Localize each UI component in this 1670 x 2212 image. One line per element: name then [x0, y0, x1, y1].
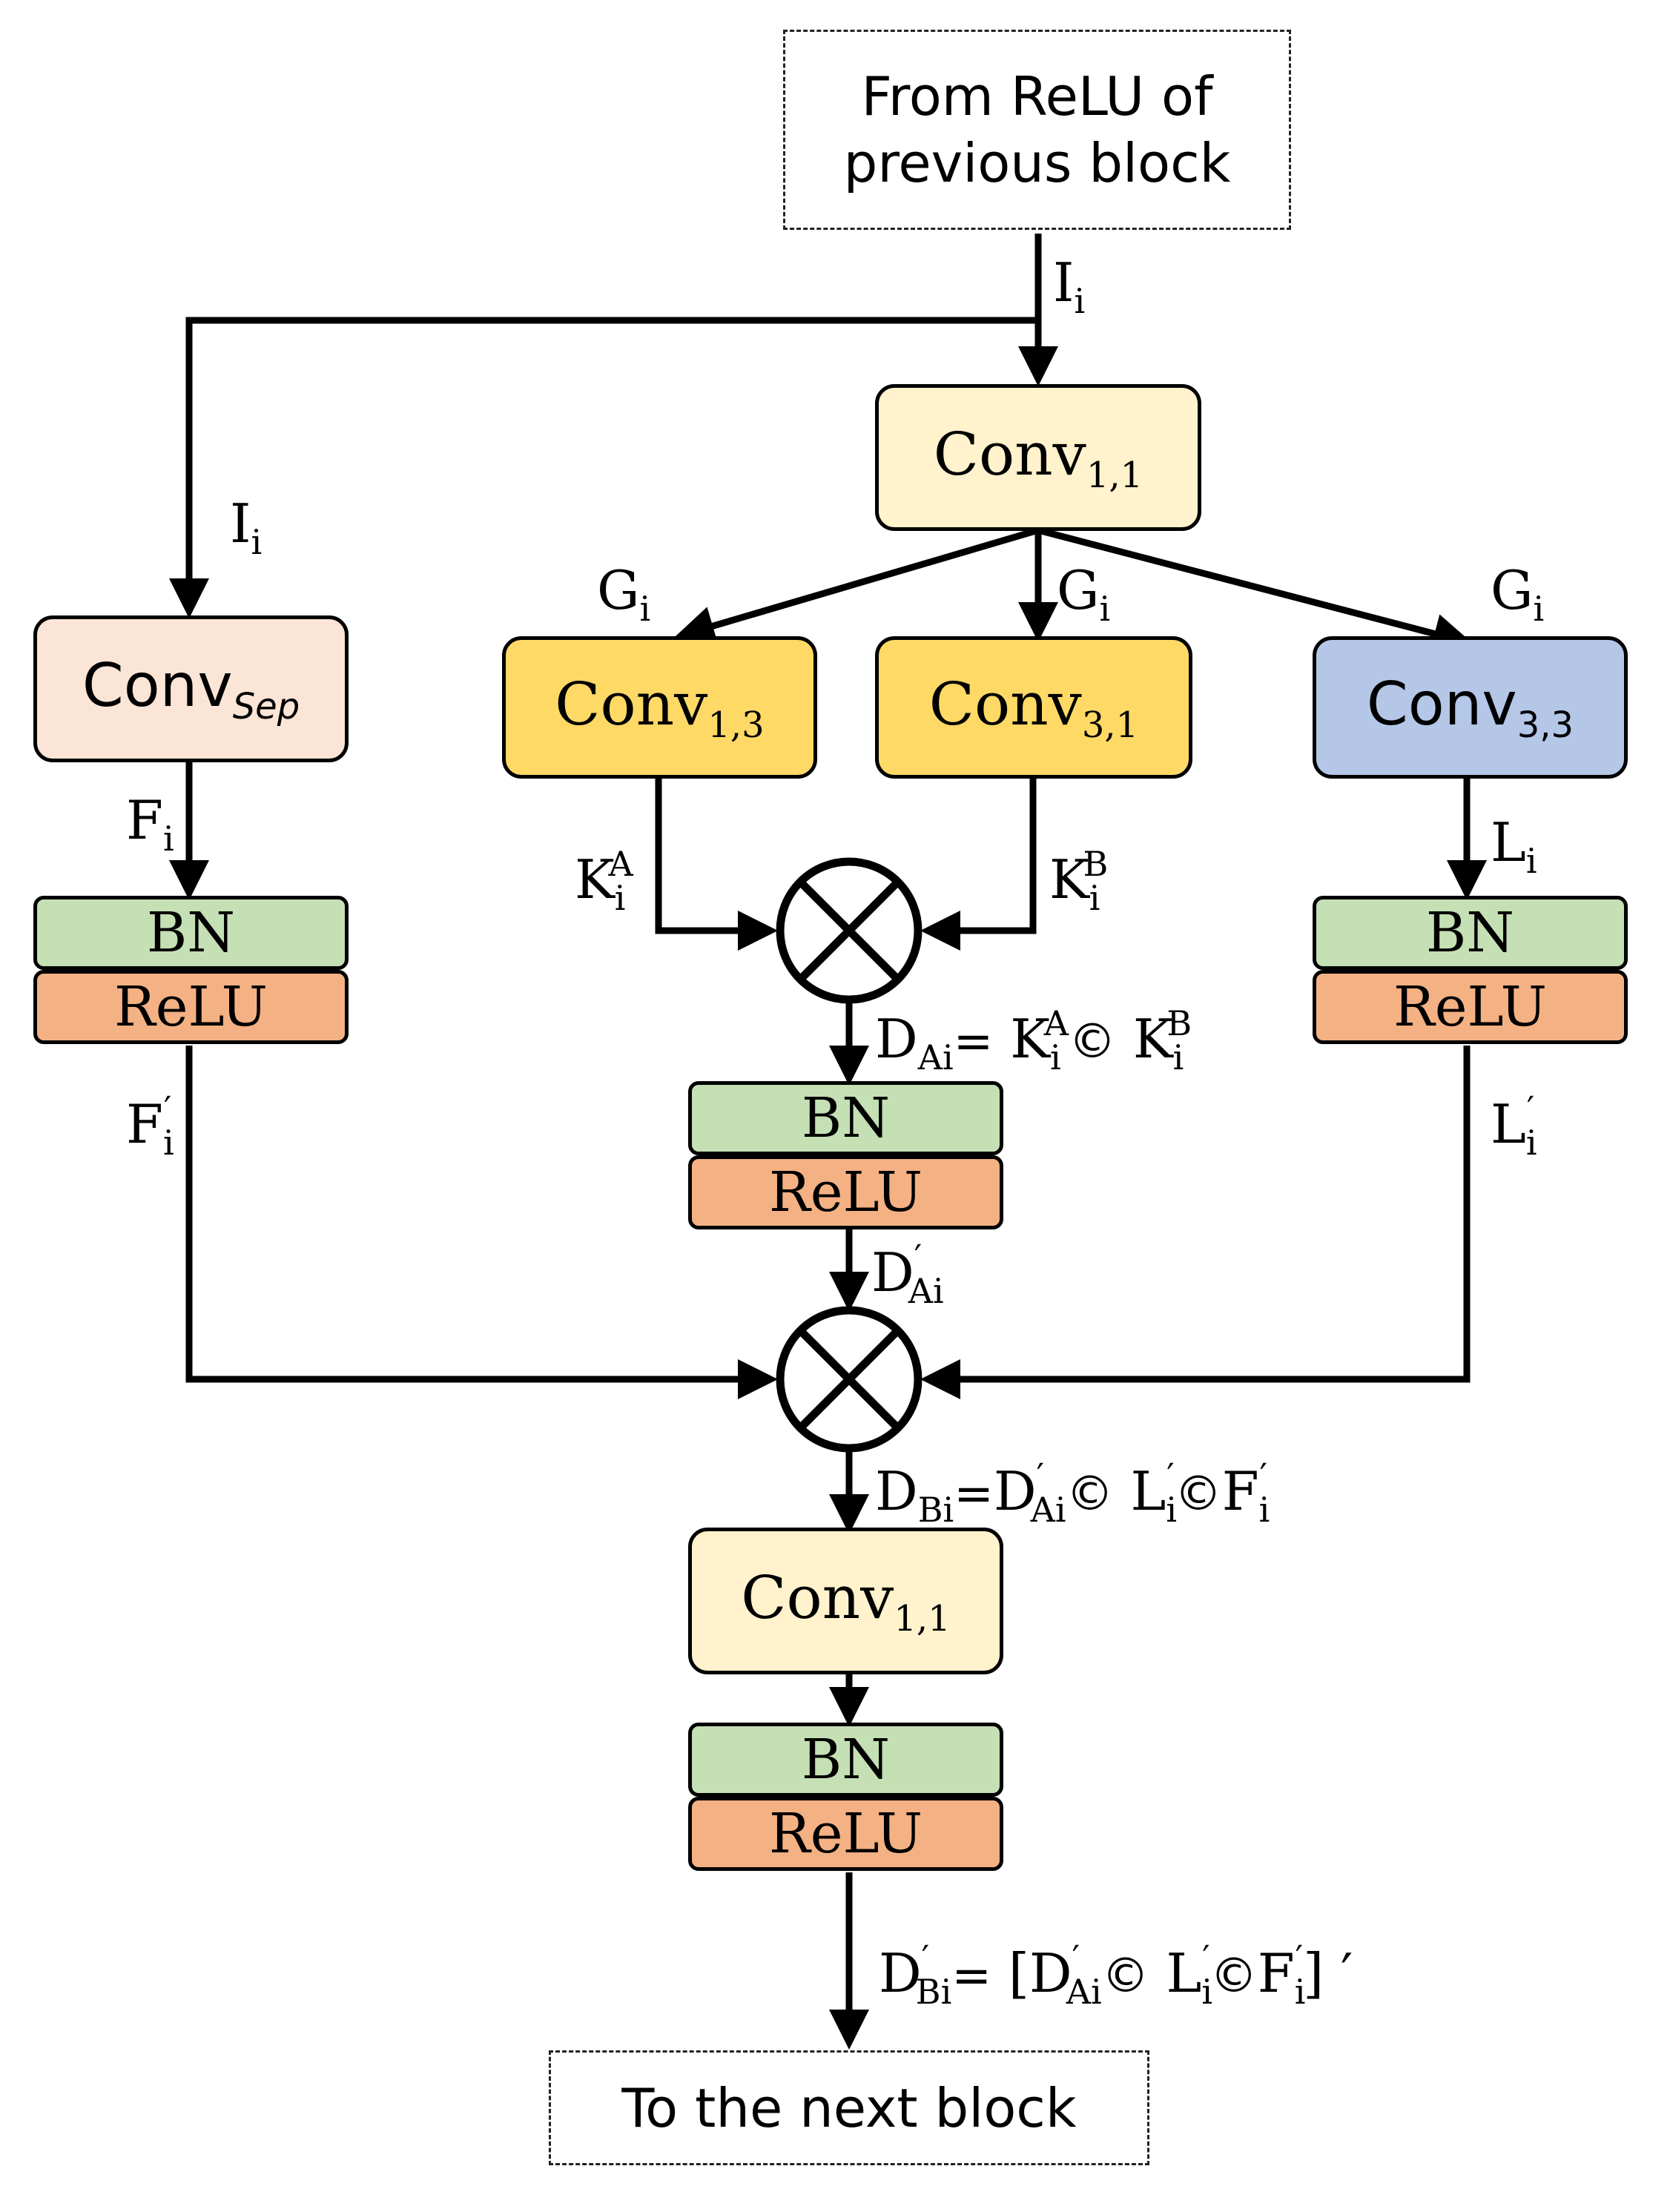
multiply-node-2	[776, 1306, 923, 1453]
conv-1x3-sub: 1,3	[707, 704, 765, 746]
multiply-node-1	[776, 857, 923, 1004]
conv-1x1-final: Conv1,1	[688, 1528, 1003, 1674]
bn-right: BN	[1313, 896, 1628, 970]
input-source-box: From ReLU of previous block	[783, 30, 1291, 230]
conv-3x1: Conv3,1	[875, 636, 1192, 779]
label-input-left: Ii	[230, 492, 263, 563]
conv-1x3: Conv1,3	[502, 636, 817, 779]
label-input-main: Ii	[1053, 251, 1086, 322]
arrow-conv11-to-conv13	[674, 526, 1040, 646]
arrow-left-relu-to-mult2	[185, 1046, 778, 1399]
conv-1x1-main-name: Conv	[933, 419, 1086, 489]
label-g-left: Gi	[597, 559, 651, 630]
arrow-input-to-convsep	[169, 317, 1038, 618]
conv-1x1-main: Conv1,1	[875, 384, 1201, 531]
conv-3x3: Conv3,3	[1313, 636, 1628, 779]
arrow-conv13-to-mult1	[655, 779, 778, 951]
label-dbi-equation: DBi=D′Ai© Li′©Fi′	[875, 1456, 1270, 1531]
relu-left: ReLU	[33, 970, 349, 1044]
label-dai-equation: DAi= KiA© KiB	[875, 1003, 1192, 1078]
relu-middle: ReLU	[688, 1155, 1003, 1229]
arrow-conv11-to-conv33	[1037, 526, 1473, 653]
conv-1x1-final-sub: 1,1	[894, 1597, 951, 1640]
label-kb: KiB	[1049, 844, 1109, 919]
label-l: Li	[1491, 811, 1537, 882]
bn-left: BN	[33, 896, 349, 970]
bn-middle: BN	[688, 1081, 1003, 1155]
bn-final: BN	[688, 1723, 1003, 1797]
output-target-box: To the next block	[549, 2050, 1149, 2165]
label-g-mid: Gi	[1057, 559, 1111, 630]
conv-sep: ConvSep	[33, 615, 349, 762]
input-text-line2: previous block	[843, 132, 1231, 194]
label-ka: KiA	[575, 844, 633, 919]
label-dai-prime: D′Ai	[871, 1237, 944, 1312]
output-text: To the next block	[621, 2076, 1077, 2139]
conv-1x1-main-sub: 1,1	[1086, 454, 1143, 496]
conv-1x3-name: Conv	[555, 669, 708, 739]
relu-final: ReLU	[688, 1797, 1003, 1871]
label-g-right: Gi	[1491, 559, 1545, 630]
label-l-prime: Li′	[1491, 1089, 1537, 1163]
relu-right: ReLU	[1313, 970, 1628, 1044]
label-dbi-prime-equation: D′Bi= [D′Ai© Li′©Fi′] ′	[879, 1938, 1353, 2013]
conv-3x1-name: Conv	[928, 669, 1082, 739]
conv-3x3-sub: 3,3	[1516, 704, 1574, 746]
label-f: Fi	[126, 789, 174, 859]
conv-sep-name: Conv	[82, 650, 233, 720]
arrow-right-relu-to-mult2	[920, 1046, 1471, 1399]
conv-3x3-name: Conv	[1366, 669, 1517, 739]
conv-sep-sub: Sep	[232, 685, 300, 727]
label-f-prime: Fi′	[126, 1089, 174, 1163]
conv-1x1-final-name: Conv	[741, 1562, 894, 1632]
conv-3x1-sub: 3,1	[1081, 704, 1139, 746]
arrow-conv31-to-mult1	[920, 779, 1037, 951]
input-text-line1: From ReLU of	[861, 65, 1213, 128]
